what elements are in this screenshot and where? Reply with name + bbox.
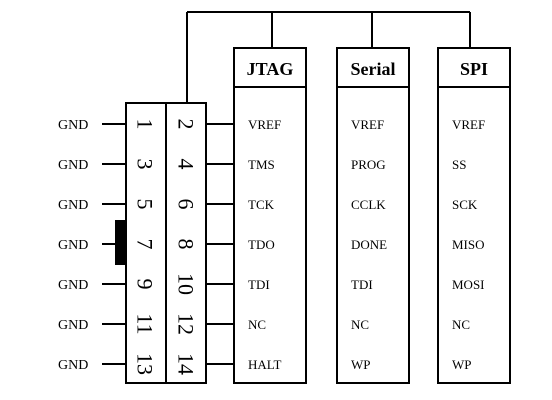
signal-label: PROG <box>351 157 386 172</box>
pin-number-right: 6 <box>174 199 199 210</box>
signal-label: VREF <box>351 117 384 132</box>
jtag-column-box <box>233 47 307 384</box>
pin-number-right: 10 <box>174 273 199 295</box>
gnd-label: GND <box>58 318 88 333</box>
gnd-label: GND <box>58 238 88 253</box>
signal-label: NC <box>248 317 266 332</box>
signal-label: HALT <box>248 357 282 372</box>
header-connector <box>115 102 207 384</box>
gnd-label: GND <box>58 158 88 173</box>
signal-label: TDO <box>248 237 275 252</box>
pin-number-left: 7 <box>133 239 158 250</box>
pin-row: GND 13 14 <box>58 353 234 375</box>
pin-row: GND 11 12 <box>58 313 234 335</box>
gnd-label: GND <box>58 278 88 293</box>
signal-label: CCLK <box>351 197 386 212</box>
spi-column: SPI VREF SS SCK MISO MOSI NC WP <box>437 47 511 384</box>
pin-number-right: 4 <box>174 159 199 170</box>
signal-label: MISO <box>452 237 485 252</box>
jtag-column: JTAG VREF TMS TCK TDO TDI NC HALT <box>233 47 307 384</box>
keying-tab <box>115 220 126 265</box>
pin-number-right: 8 <box>174 239 199 250</box>
pin-number-left: 9 <box>133 279 158 290</box>
signal-label: DONE <box>351 237 387 252</box>
pin-number-right: 12 <box>174 313 199 335</box>
pin-number-left: 13 <box>133 353 158 375</box>
pin-number-right: 2 <box>174 119 199 130</box>
gnd-label: GND <box>58 198 88 213</box>
signal-label: SS <box>452 157 466 172</box>
pin-number-right: 14 <box>174 353 199 375</box>
pin-number-left: 5 <box>133 199 158 210</box>
pin-row: GND 7 8 <box>58 238 234 253</box>
signal-label: TMS <box>248 157 275 172</box>
pin-row: GND 3 4 <box>58 158 234 173</box>
pin-number-left: 11 <box>133 313 158 334</box>
pin-row: GND 5 6 <box>58 198 234 213</box>
signal-label: TDI <box>248 277 270 292</box>
pin-row: GND 9 10 <box>58 273 234 295</box>
signal-label: VREF <box>452 117 485 132</box>
signal-label: TDI <box>351 277 373 292</box>
serial-header: Serial <box>351 59 396 79</box>
signal-label: NC <box>452 317 470 332</box>
vref-bus-lines <box>186 11 471 103</box>
gnd-label: GND <box>58 358 88 373</box>
signal-label: SCK <box>452 197 478 212</box>
signal-label: VREF <box>248 117 281 132</box>
signal-label: WP <box>452 357 472 372</box>
spi-column-box <box>437 47 511 384</box>
signal-label: MOSI <box>452 277 485 292</box>
serial-column-box <box>336 47 410 384</box>
gnd-label: GND <box>58 118 88 133</box>
signal-label: TCK <box>248 197 275 212</box>
pin-number-left: 3 <box>133 159 158 170</box>
signal-label: NC <box>351 317 369 332</box>
jtag-header: JTAG <box>247 59 294 79</box>
pin-number-left: 1 <box>133 119 158 130</box>
signal-label: WP <box>351 357 371 372</box>
spi-header: SPI <box>460 59 488 79</box>
pin-row: GND 1 2 <box>58 118 234 133</box>
